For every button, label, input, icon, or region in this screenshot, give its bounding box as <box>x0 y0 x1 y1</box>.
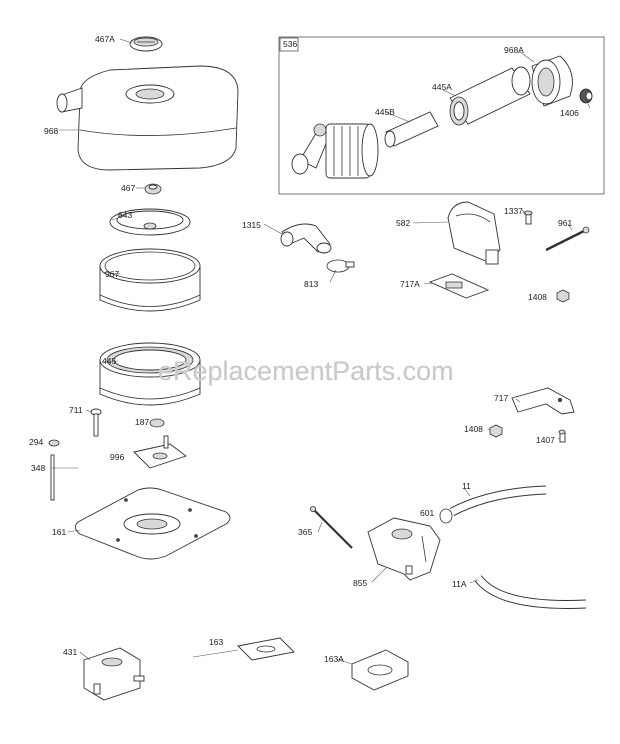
part-643-plate <box>109 208 191 236</box>
callout-294[interactable]: 294 <box>29 437 44 447</box>
part-967-precleaner <box>99 248 201 312</box>
callout-967[interactable]: 967 <box>105 269 120 279</box>
kit-group-box <box>278 36 605 195</box>
callout-813[interactable]: 813 <box>304 279 319 289</box>
part-813-clamp <box>326 259 355 273</box>
callout-187[interactable]: 187 <box>135 417 150 427</box>
part-961-bolt <box>545 226 590 252</box>
part-711-screw <box>90 408 102 437</box>
callout-968[interactable]: 968 <box>44 126 59 136</box>
part-536-housing <box>291 123 379 179</box>
part-968A-cover <box>531 55 573 107</box>
callout-11[interactable]: 11 <box>462 481 471 491</box>
part-467A-cap <box>129 36 163 52</box>
callout-11A[interactable]: 11A <box>452 579 467 589</box>
part-348-stud <box>50 454 55 501</box>
callout-855[interactable]: 855 <box>353 578 368 588</box>
callout-467A[interactable]: 467A <box>95 34 115 44</box>
part-855-manifold <box>367 517 441 581</box>
part-1408-nut-upper <box>556 289 570 303</box>
part-365-bolt <box>309 505 353 549</box>
callout-163A[interactable]: 163A <box>324 654 344 664</box>
part-445A-filter <box>449 66 531 126</box>
part-1406-valve <box>579 88 593 104</box>
callout-643[interactable]: 643 <box>118 210 133 220</box>
part-163A-gasket <box>351 649 409 691</box>
part-11-hose <box>449 485 547 516</box>
group-box-label: 536 <box>283 39 298 49</box>
part-445-filter <box>99 342 201 406</box>
callout-161[interactable]: 161 <box>52 527 67 537</box>
part-431-adapter <box>83 647 145 701</box>
callout-1408-lower[interactable]: 1408 <box>464 424 483 434</box>
callout-348[interactable]: 348 <box>31 463 46 473</box>
leader-lines <box>52 38 591 665</box>
part-601-clamp <box>439 508 453 524</box>
part-467-nut <box>144 183 162 195</box>
part-1408-nut-lower <box>489 424 503 438</box>
part-163-gasket <box>237 637 295 661</box>
callout-1315[interactable]: 1315 <box>242 220 261 230</box>
callout-431[interactable]: 431 <box>63 647 78 657</box>
callout-445B[interactable]: 445B <box>375 107 395 117</box>
callout-1406[interactable]: 1406 <box>560 108 579 118</box>
callout-711[interactable]: 711 <box>69 405 83 415</box>
callout-717A[interactable]: 717A <box>400 279 420 289</box>
part-187-nut <box>149 418 165 428</box>
callout-961[interactable]: 961 <box>558 218 573 228</box>
part-717A-bracket <box>428 273 490 299</box>
callout-467[interactable]: 467 <box>121 183 136 193</box>
callout-717[interactable]: 717 <box>494 393 509 403</box>
part-996-bracket <box>133 435 187 469</box>
callout-996[interactable]: 996 <box>110 452 125 462</box>
callout-365[interactable]: 365 <box>298 527 313 537</box>
part-445B-inner-filter <box>384 111 439 148</box>
callout-1408-upper[interactable]: 1408 <box>528 292 547 302</box>
part-582-bracket <box>447 201 501 265</box>
part-968-cover <box>56 65 239 171</box>
part-294-nut <box>48 439 60 447</box>
callout-1407[interactable]: 1407 <box>536 435 555 445</box>
callout-582[interactable]: 582 <box>396 218 411 228</box>
part-11A-hose <box>474 575 587 609</box>
callout-163[interactable]: 163 <box>209 637 224 647</box>
callout-445A[interactable]: 445A <box>432 82 452 92</box>
callout-1337[interactable]: 1337 <box>504 206 523 216</box>
part-717-bracket <box>511 387 575 415</box>
callout-968A[interactable]: 968A <box>504 45 524 55</box>
part-1407-fitting <box>558 429 566 443</box>
callout-601[interactable]: 601 <box>420 508 435 518</box>
watermark: eReplacementParts.com <box>158 356 454 386</box>
part-161-base <box>75 487 231 560</box>
callout-445[interactable]: 445 <box>102 356 117 366</box>
part-1315-elbow <box>280 223 332 254</box>
